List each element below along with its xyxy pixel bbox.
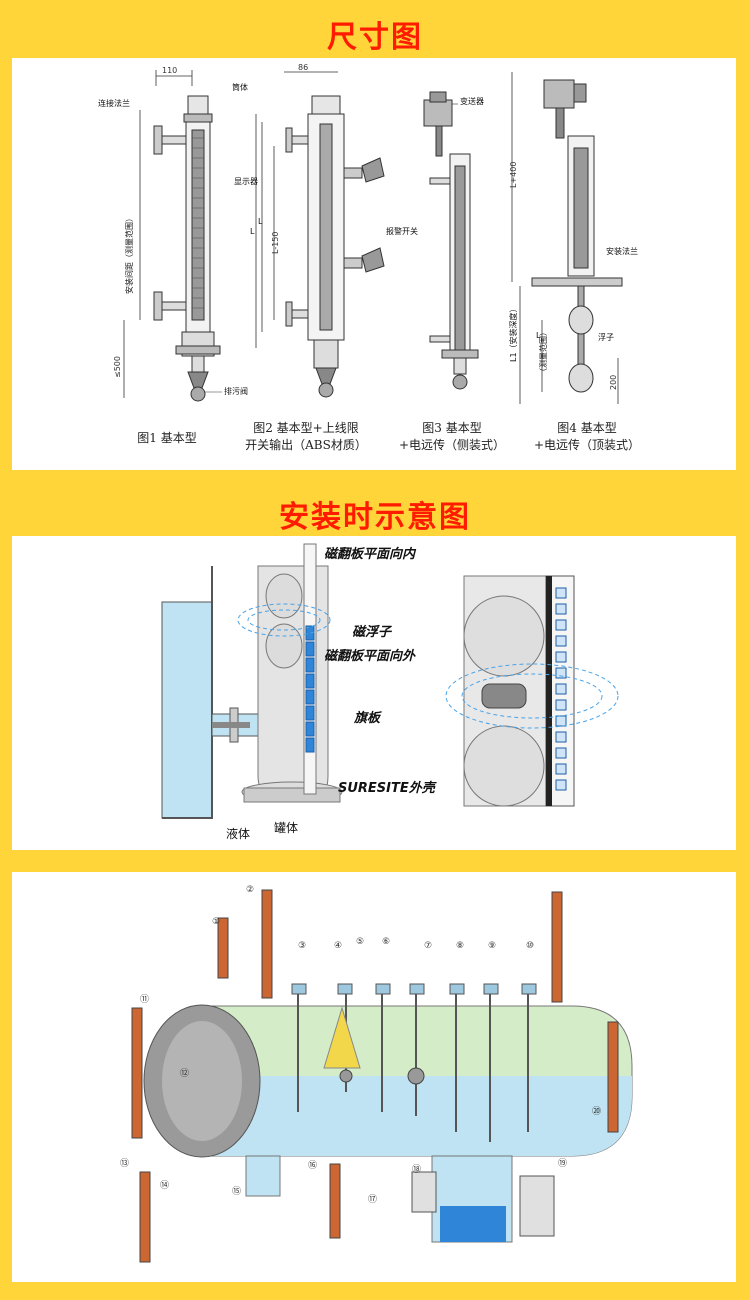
fig4-dim-side: L+400 [509, 162, 518, 188]
fig1-body-label: 筒体 [232, 82, 248, 92]
callout-6: ⑥ [382, 937, 390, 947]
figure-4-drawing: L+400 安装法兰 浮子 L1（安装深度） （测量范围） 200 L [508, 72, 638, 404]
dimension-drawings: 110 连接法兰 [98, 63, 638, 404]
callout-14: ⑭ [160, 1180, 169, 1191]
fig2-length-label: L [250, 227, 255, 236]
fig4-flange-label: 安装法兰 [606, 246, 638, 256]
installation-diagram: 磁翻板平面向内 磁浮子 磁翻板平面向外 旗板 SURESITE外壳 液体 罐体 [161, 543, 619, 841]
label-liquid: 液体 [226, 826, 250, 841]
fig4-range-label: （测量范围） [538, 328, 548, 376]
fig2-switch-label: 报警开关 [386, 226, 418, 236]
label-float: 磁浮子 [352, 624, 393, 640]
fig1-bottom-dim: ≤500 [113, 356, 122, 378]
label-tank: 罐体 [274, 821, 298, 835]
callout-2: ② [246, 885, 254, 895]
figure-3-caption: 图3 基本型 +电远传（侧装式） [398, 421, 506, 452]
fig4-float-label: 浮子 [598, 332, 614, 342]
callout-10: ⑩ [526, 941, 534, 951]
callout-15: ⑮ [232, 1186, 241, 1197]
callout-19: ⑲ [558, 1158, 567, 1169]
vessel-illustration: ① ② ③ ④ ⑤ ⑥ ⑦ ⑧ ⑨ ⑩ ⑪ ⑫ ⑬ ⑭ ⑮ ⑯ ⑰ ⑱ ⑲ ⑳ [120, 885, 633, 1263]
callout-4: ④ [334, 941, 342, 951]
installation-title: 安装时示意图 [279, 500, 471, 535]
figure-3-drawing: 变送器 [423, 91, 484, 390]
fig1-drain-label: 排污阀 [224, 386, 248, 396]
installation-panel: 磁翻板平面向内 磁浮子 磁翻板平面向外 旗板 SURESITE外壳 液体 罐体 [12, 536, 736, 850]
dimension-drawings-panel: 110 连接法兰 [12, 58, 736, 470]
dimensions-title: 尺寸图 [327, 20, 423, 55]
callout-11: ⑪ [140, 994, 149, 1005]
fig1-display-label: 显示器 [234, 177, 258, 186]
callout-7: ⑦ [424, 941, 432, 951]
label-brand: SURESITE外壳 [338, 780, 437, 796]
fig2-dim-top: 86 [298, 63, 308, 72]
vessel-panel: ① ② ③ ④ ⑤ ⑥ ⑦ ⑧ ⑨ ⑩ ⑪ ⑫ ⑬ ⑭ ⑮ ⑯ ⑰ ⑱ ⑲ ⑳ [12, 872, 736, 1282]
label-flip-in: 磁翻板平面向内 [324, 546, 417, 562]
fig4-dim-bottom: 200 [609, 375, 618, 390]
figure-4-caption: 图4 基本型 +电远传（顶装式） [533, 421, 641, 452]
fig1-dim-top: 110 [162, 66, 177, 75]
fig2-dim-side: L-150 [271, 232, 280, 254]
callout-16: ⑯ [308, 1160, 317, 1171]
fig1-span-label: 安装间距（测量范围） [124, 214, 134, 294]
figure-1-caption: 图1 基本型 [137, 431, 197, 445]
label-flag: 旗板 [353, 710, 382, 726]
callout-13: ⑬ [120, 1158, 129, 1169]
callout-18: ⑱ [412, 1164, 421, 1175]
fig1-flange-label: 连接法兰 [98, 98, 130, 108]
fig1-length-label: L [258, 217, 263, 226]
callout-20: ⑳ [592, 1106, 601, 1117]
callout-1: ① [212, 917, 220, 927]
figure-2-caption: 图2 基本型+上线限 开关输出（ABS材质） [245, 421, 367, 452]
callout-3: ③ [298, 941, 306, 951]
figure-2-drawing: 86 L-150 L 报警开关 [250, 63, 418, 398]
callout-8: ⑧ [456, 941, 464, 951]
fig4-install-depth: L1（安装深度） [508, 304, 518, 362]
fig4-l-label: L [536, 331, 541, 340]
callout-17: ⑰ [368, 1194, 377, 1205]
callout-5: ⑤ [356, 937, 364, 947]
label-flip-out: 磁翻板平面向外 [324, 648, 416, 664]
callout-12: ⑫ [180, 1068, 189, 1079]
callout-9: ⑨ [488, 941, 496, 951]
fig3-transmitter-label: 变送器 [460, 96, 484, 106]
figure-1-drawing: 110 连接法兰 [98, 66, 263, 402]
